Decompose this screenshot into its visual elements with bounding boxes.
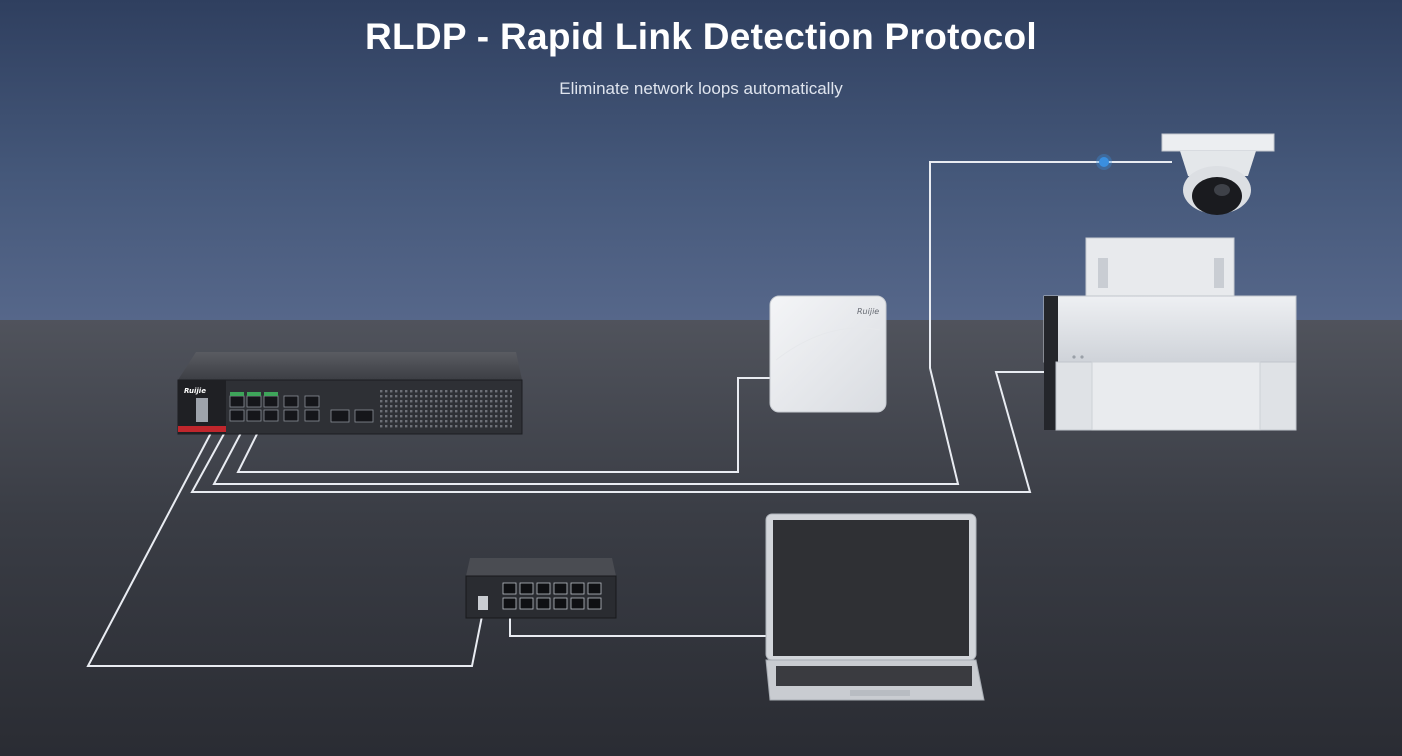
access-switch [465,558,617,619]
dome-camera [1161,133,1275,215]
core-switch: Ruijie [177,352,523,435]
access-point: Ruijie [769,295,887,413]
cable-switch-to-printer [190,371,1046,493]
vent-grille [380,388,512,428]
laptop-keyboard [776,666,972,686]
console-port-icon [196,398,208,422]
switch-port-group [229,395,374,423]
signal-dot-icon [1099,157,1109,167]
laptop-screen [773,520,969,656]
port-link-leds [230,392,278,396]
switch-brand-logo: Ruijie [184,387,206,395]
ap-brand-logo: Ruijie [857,307,879,316]
cable-switch-to-access-switch [86,411,485,667]
laptop [765,513,985,701]
printer [1043,237,1297,431]
switch-accent-stripe [178,426,226,432]
access-switch-ports [502,582,602,610]
cable-switch-to-ap [236,377,770,473]
page-title: RLDP - Rapid Link Detection Protocol [364,16,1038,57]
page-subtitle: Eliminate network loops automatically [559,79,843,98]
cable-switch-to-camera [212,161,1172,485]
